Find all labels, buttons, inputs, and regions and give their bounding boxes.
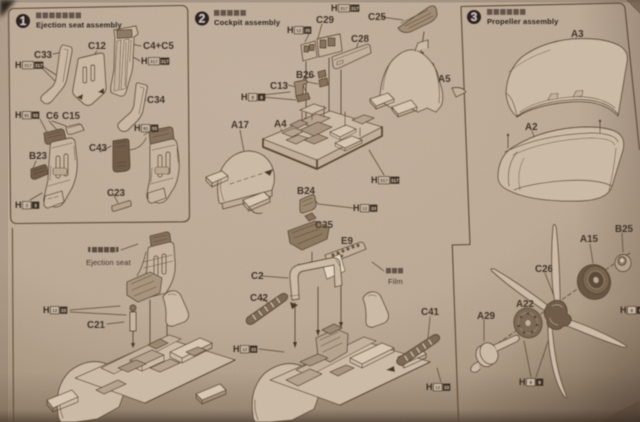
svg-text:C2: C2 — [251, 271, 264, 282]
svg-text:H: H — [15, 60, 22, 70]
svg-text:H: H — [620, 305, 627, 315]
svg-text:8: 8 — [251, 95, 254, 100]
svg-text:C25: C25 — [368, 12, 387, 23]
svg-text:C33: C33 — [34, 50, 53, 61]
svg-text:317: 317 — [35, 63, 43, 68]
svg-text:33: 33 — [371, 206, 377, 211]
svg-text:C21: C21 — [87, 320, 106, 331]
svg-text:C12: C12 — [88, 41, 107, 52]
svg-text:317: 317 — [351, 6, 359, 11]
svg-text:317: 317 — [24, 63, 32, 68]
svg-text:H: H — [287, 25, 294, 35]
svg-text:B23: B23 — [29, 151, 48, 162]
svg-text:C29: C29 — [316, 15, 335, 26]
svg-text:C41: C41 — [421, 307, 440, 318]
svg-text:35: 35 — [305, 28, 311, 33]
svg-text:Film: Film — [388, 277, 403, 286]
svg-text:33: 33 — [61, 308, 67, 313]
svg-text:H: H — [426, 382, 433, 392]
svg-text:12: 12 — [435, 385, 441, 390]
svg-text:H: H — [233, 344, 240, 354]
svg-text:12: 12 — [296, 28, 302, 33]
svg-text:33: 33 — [444, 385, 450, 390]
svg-text:H: H — [15, 200, 22, 210]
svg-text:C28: C28 — [351, 34, 370, 45]
svg-text:3: 3 — [25, 203, 28, 208]
svg-text:C42: C42 — [250, 293, 269, 304]
svg-text:A2: A2 — [525, 122, 538, 133]
svg-text:C13: C13 — [270, 81, 289, 92]
svg-text:C15: C15 — [62, 111, 81, 122]
svg-text:81: 81 — [24, 113, 30, 118]
svg-text:3: 3 — [471, 10, 478, 24]
svg-text:Cockpit assembly: Cockpit assembly — [214, 18, 281, 27]
svg-text:E9: E9 — [341, 236, 354, 247]
svg-text:2: 2 — [199, 12, 206, 26]
svg-text:317: 317 — [161, 59, 169, 64]
svg-text:H: H — [331, 3, 338, 13]
svg-text:C4+C5: C4+C5 — [143, 41, 174, 52]
svg-text:8: 8 — [260, 95, 263, 100]
svg-text:C23: C23 — [107, 188, 126, 199]
svg-text:B25: B25 — [615, 224, 634, 235]
svg-text:1: 1 — [20, 14, 27, 28]
svg-text:317: 317 — [391, 178, 399, 183]
svg-text:C6: C6 — [46, 111, 59, 122]
svg-text:A22: A22 — [516, 299, 535, 310]
svg-text:H: H — [371, 175, 378, 185]
svg-text:C34: C34 — [147, 95, 166, 106]
svg-text:H: H — [353, 203, 360, 213]
svg-text:A17: A17 — [231, 120, 250, 131]
svg-text:81: 81 — [143, 126, 149, 131]
svg-text:A5: A5 — [438, 74, 451, 85]
svg-text:H: H — [43, 305, 50, 315]
svg-text:Ejection seat: Ejection seat — [86, 258, 132, 267]
svg-text:A3: A3 — [571, 29, 584, 40]
svg-text:33: 33 — [251, 347, 257, 352]
svg-text:H: H — [241, 92, 248, 102]
svg-text:8: 8 — [529, 380, 532, 385]
svg-text:3: 3 — [34, 203, 37, 208]
svg-text:A4: A4 — [274, 119, 287, 130]
svg-text:12: 12 — [362, 206, 368, 211]
svg-text:Ejection seat assembly: Ejection seat assembly — [36, 21, 122, 30]
svg-text:12: 12 — [242, 347, 248, 352]
svg-text:317: 317 — [340, 6, 348, 11]
svg-text:12: 12 — [52, 308, 58, 313]
svg-text:C43: C43 — [89, 143, 108, 154]
svg-text:H: H — [519, 377, 526, 387]
svg-text:C35: C35 — [315, 220, 334, 231]
svg-text:B24: B24 — [297, 186, 316, 197]
svg-text:H: H — [134, 123, 141, 133]
svg-text:H: H — [141, 56, 148, 66]
svg-text:C26: C26 — [535, 264, 554, 275]
svg-text:317: 317 — [380, 178, 388, 183]
svg-text:Propeller assembly: Propeller assembly — [487, 17, 559, 26]
svg-text:A15: A15 — [580, 234, 599, 245]
svg-text:9: 9 — [538, 380, 541, 385]
svg-text:H: H — [15, 110, 22, 120]
svg-text:55: 55 — [33, 113, 39, 118]
svg-text:8: 8 — [630, 308, 633, 313]
svg-text:317: 317 — [150, 59, 158, 64]
svg-text:B26: B26 — [296, 70, 315, 81]
svg-text:A29: A29 — [477, 311, 496, 322]
svg-text:55: 55 — [152, 126, 158, 131]
